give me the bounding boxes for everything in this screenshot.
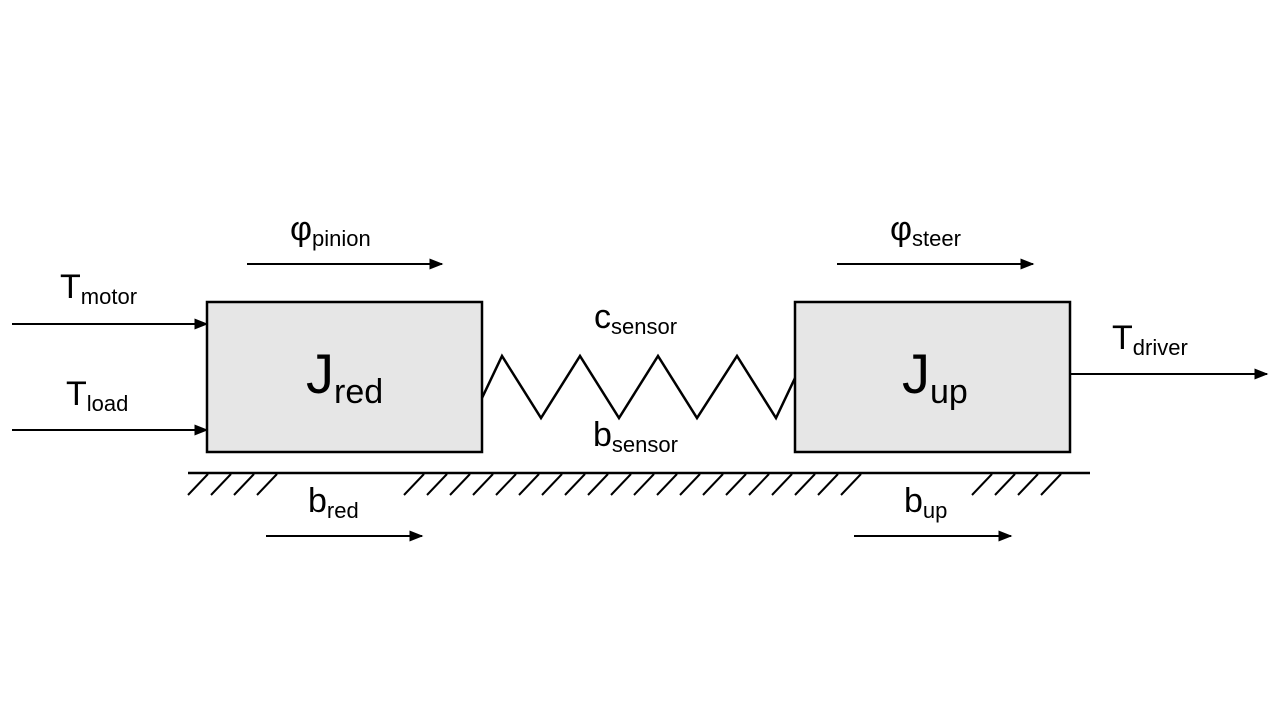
hatch-tick bbox=[679, 473, 701, 496]
mass-label-red: Jred bbox=[306, 342, 384, 411]
hatch-tick bbox=[472, 473, 494, 496]
hatch-tick bbox=[1040, 473, 1062, 496]
hatch-tick bbox=[426, 473, 448, 496]
hatch-tick bbox=[564, 473, 586, 496]
label-phi-pinion: φpinion bbox=[290, 210, 371, 251]
hatch-tick bbox=[187, 473, 209, 496]
label-b-up: bup bbox=[904, 482, 948, 523]
label-phi-steer: φsteer bbox=[890, 210, 961, 251]
hatch-tick bbox=[702, 473, 724, 496]
hatch-tick bbox=[633, 473, 655, 496]
hatch-tick bbox=[449, 473, 471, 496]
hatch-tick bbox=[518, 473, 540, 496]
hatch-tick bbox=[495, 473, 517, 496]
hatch-tick bbox=[971, 473, 993, 496]
label-t-motor: Tmotor bbox=[60, 268, 138, 309]
label-c-sensor: csensor bbox=[594, 298, 678, 339]
hatch-tick bbox=[210, 473, 232, 496]
hatch-tick bbox=[771, 473, 793, 496]
hatch-tick bbox=[817, 473, 839, 496]
label-t-driver: Tdriver bbox=[1112, 319, 1188, 360]
hatch-tick bbox=[403, 473, 425, 496]
hatch-tick bbox=[587, 473, 609, 496]
hatch-tick bbox=[656, 473, 678, 496]
hatch-tick bbox=[725, 473, 747, 496]
mass-block-up bbox=[793, 300, 1072, 454]
label-b-red: bred bbox=[308, 482, 359, 523]
ground-hatching bbox=[187, 473, 1062, 496]
label-b-sensor: bsensor bbox=[593, 416, 678, 457]
hatch-tick bbox=[1017, 473, 1039, 496]
hatch-tick bbox=[840, 473, 862, 496]
hatch-tick bbox=[794, 473, 816, 496]
sensor-spring bbox=[480, 353, 797, 421]
hatch-tick bbox=[541, 473, 563, 496]
mass-label-up: Jup bbox=[902, 342, 968, 411]
hatch-tick bbox=[233, 473, 255, 496]
hatch-tick bbox=[610, 473, 632, 496]
mass-block-red bbox=[205, 300, 484, 454]
hatch-tick bbox=[256, 473, 278, 496]
hatch-tick bbox=[748, 473, 770, 496]
label-t-load: Tload bbox=[66, 375, 129, 416]
hatch-tick bbox=[994, 473, 1016, 496]
